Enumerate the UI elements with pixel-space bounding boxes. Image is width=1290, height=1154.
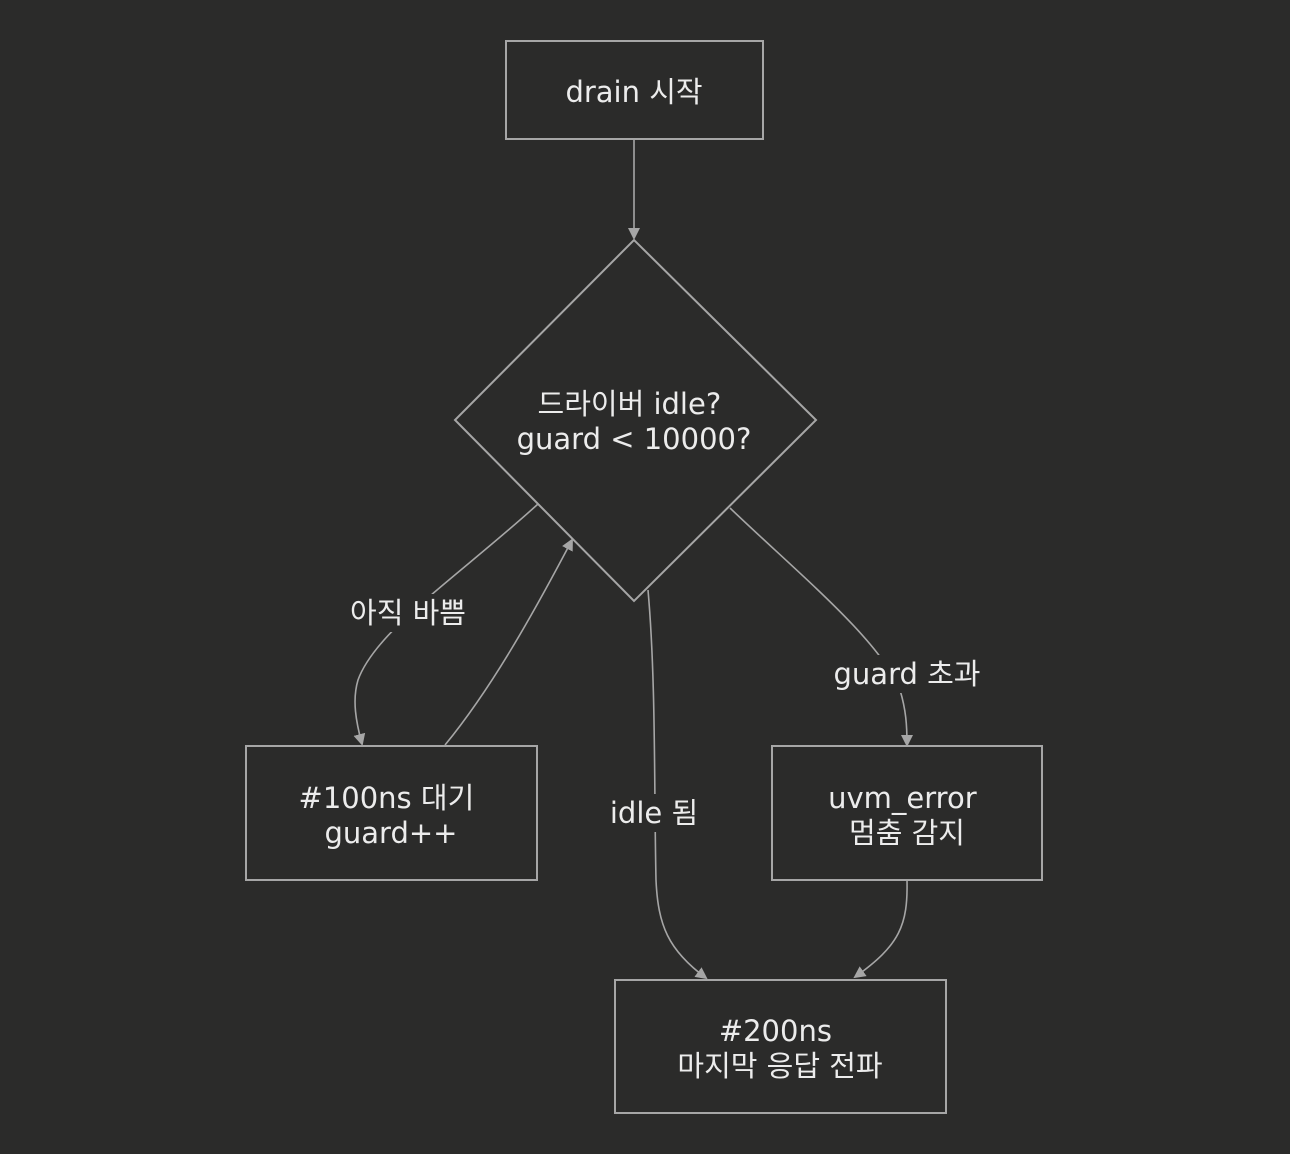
edge-decision-to-wait <box>353 503 539 746</box>
node-decision-line-1: 드라이버 idle? <box>538 387 722 421</box>
edge-label-timeout: guard 초과 <box>828 655 986 693</box>
svg-text:드라이버 idle? guard < 10000: 드라이버 idle? guard < 10000? <box>517 387 752 456</box>
svg-text:#200ns 마지막 응답 전파: #200ns 마지막 응답 전파 <box>677 1014 882 1083</box>
node-wait-line-1: #100ns 대기 <box>299 781 475 815</box>
node-final-line-1: #200ns <box>719 1014 832 1048</box>
edge-error-to-final <box>853 879 908 979</box>
edge-label-busy: 아직 바쁨 <box>343 594 473 632</box>
node-error-line-1: uvm_error <box>828 781 977 815</box>
node-wait-line-2: guard++ <box>325 816 458 850</box>
edge-wait-to-decision <box>444 538 573 746</box>
svg-text:drain 시작: drain 시작 <box>565 75 702 109</box>
svg-text:uvm_error 멈춤 감지: uvm_error 멈춤 감지 <box>828 781 986 850</box>
node-start: drain 시작 <box>505 40 764 140</box>
node-start-line-1: drain 시작 <box>565 75 702 109</box>
edge-label-idle: idle 됨 <box>606 794 702 832</box>
svg-text:#100ns 대기 guard++: #100ns 대기 guard++ <box>299 781 484 850</box>
node-error-line-2: 멈춤 감지 <box>849 816 965 850</box>
edge-decision-to-error <box>729 507 913 747</box>
node-final-line-2: 마지막 응답 전파 <box>677 1049 882 1083</box>
node-error: uvm_error 멈춤 감지 <box>771 745 1043 881</box>
node-decision: 드라이버 idle? guard < 10000? <box>453 238 818 603</box>
node-decision-line-2: guard < 10000? <box>517 422 752 456</box>
node-wait: #100ns 대기 guard++ <box>245 745 538 881</box>
edge-label-busy-text: 아직 바쁨 <box>350 596 466 630</box>
edge-decision-to-final <box>647 589 708 980</box>
node-final: #200ns 마지막 응답 전파 <box>614 979 947 1114</box>
edge-label-timeout-text: guard 초과 <box>834 657 981 691</box>
edge-label-idle-text: idle 됨 <box>610 796 698 830</box>
